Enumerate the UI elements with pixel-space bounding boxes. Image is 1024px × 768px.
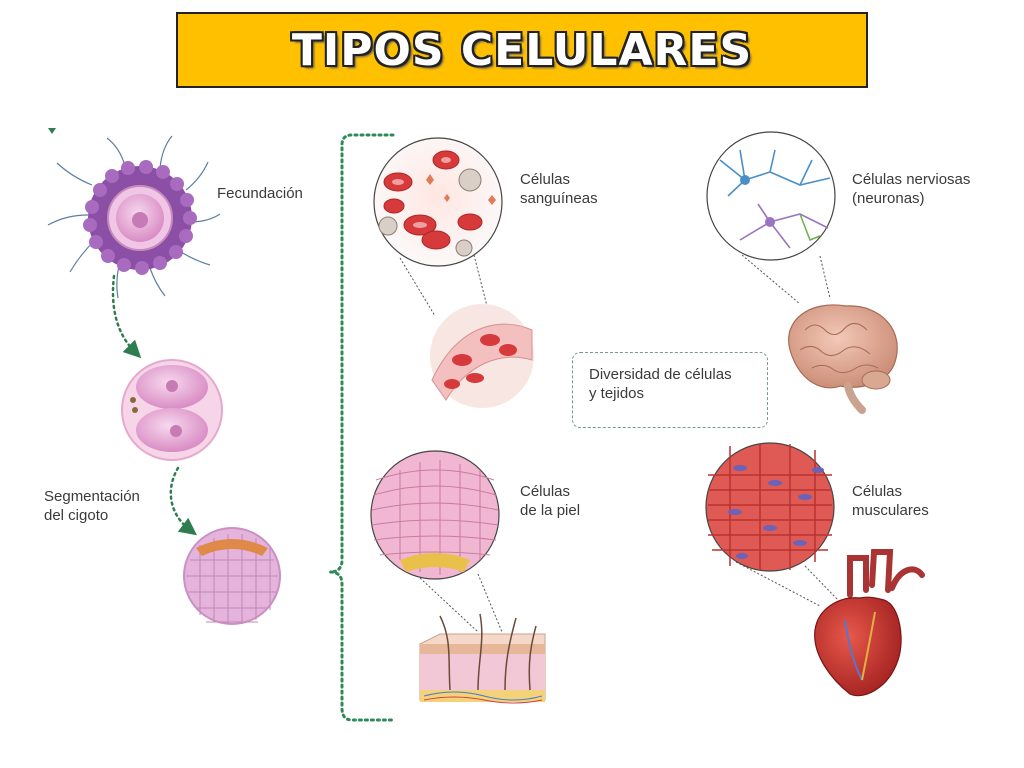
start-arrow-icon [48, 128, 56, 134]
label-segmentacion: Segmentación del cigoto [44, 487, 140, 525]
label-nerviosas-line1: Células nerviosas [852, 171, 971, 188]
page-title: TIPOS CELULARES [291, 24, 753, 76]
blood-vessel-illustration [430, 304, 534, 408]
label-sanguineas: Células sanguíneas [520, 170, 598, 208]
morula-illustration [183, 527, 281, 625]
nerve-cells-illustration [706, 131, 836, 261]
label-diversidad-line1: Diversidad de células [589, 366, 732, 383]
label-nerviosas: Células nerviosas (neuronas) [852, 170, 970, 208]
fertilization-illustration [47, 135, 221, 299]
flow-arrow-2 [169, 466, 197, 536]
label-musculares-line1: Células [852, 483, 903, 500]
label-nerviosas-line2: (neuronas) [852, 190, 925, 207]
label-sanguineas-line1: Células [520, 171, 571, 188]
blood-zoom-lines [399, 254, 489, 317]
label-segmentacion-line1: Segmentación [44, 488, 140, 505]
brain-illustration [788, 304, 898, 414]
skin-tissue-illustration [419, 613, 546, 704]
label-musculares-line2: musculares [852, 502, 929, 519]
label-segmentacion-line2: del cigoto [44, 507, 109, 524]
bracket-line [329, 133, 395, 722]
label-diversidad-line2: y tejidos [589, 385, 645, 402]
label-piel-line1: Células [520, 483, 571, 500]
muscle-cells-illustration [705, 442, 835, 572]
label-fecundacion: Fecundación [217, 185, 303, 202]
label-sanguineas-line2: sanguíneas [520, 190, 598, 207]
skin-zoom-lines [419, 573, 503, 633]
label-piel-line2: de la piel [520, 502, 581, 519]
skin-cells-illustration [370, 450, 500, 580]
flow-arrow-1 [111, 274, 142, 359]
label-piel: Células de la piel [520, 482, 580, 520]
title-banner: TIPOS CELULARES [176, 12, 868, 88]
blood-cells-illustration [373, 137, 503, 267]
heart-illustration [814, 549, 925, 697]
label-musculares: Células musculares [852, 482, 929, 520]
two-cell-illustration [121, 359, 223, 461]
diversity-box: Diversidad de células y tejidos [572, 352, 768, 428]
nerve-zoom-lines [741, 254, 831, 305]
